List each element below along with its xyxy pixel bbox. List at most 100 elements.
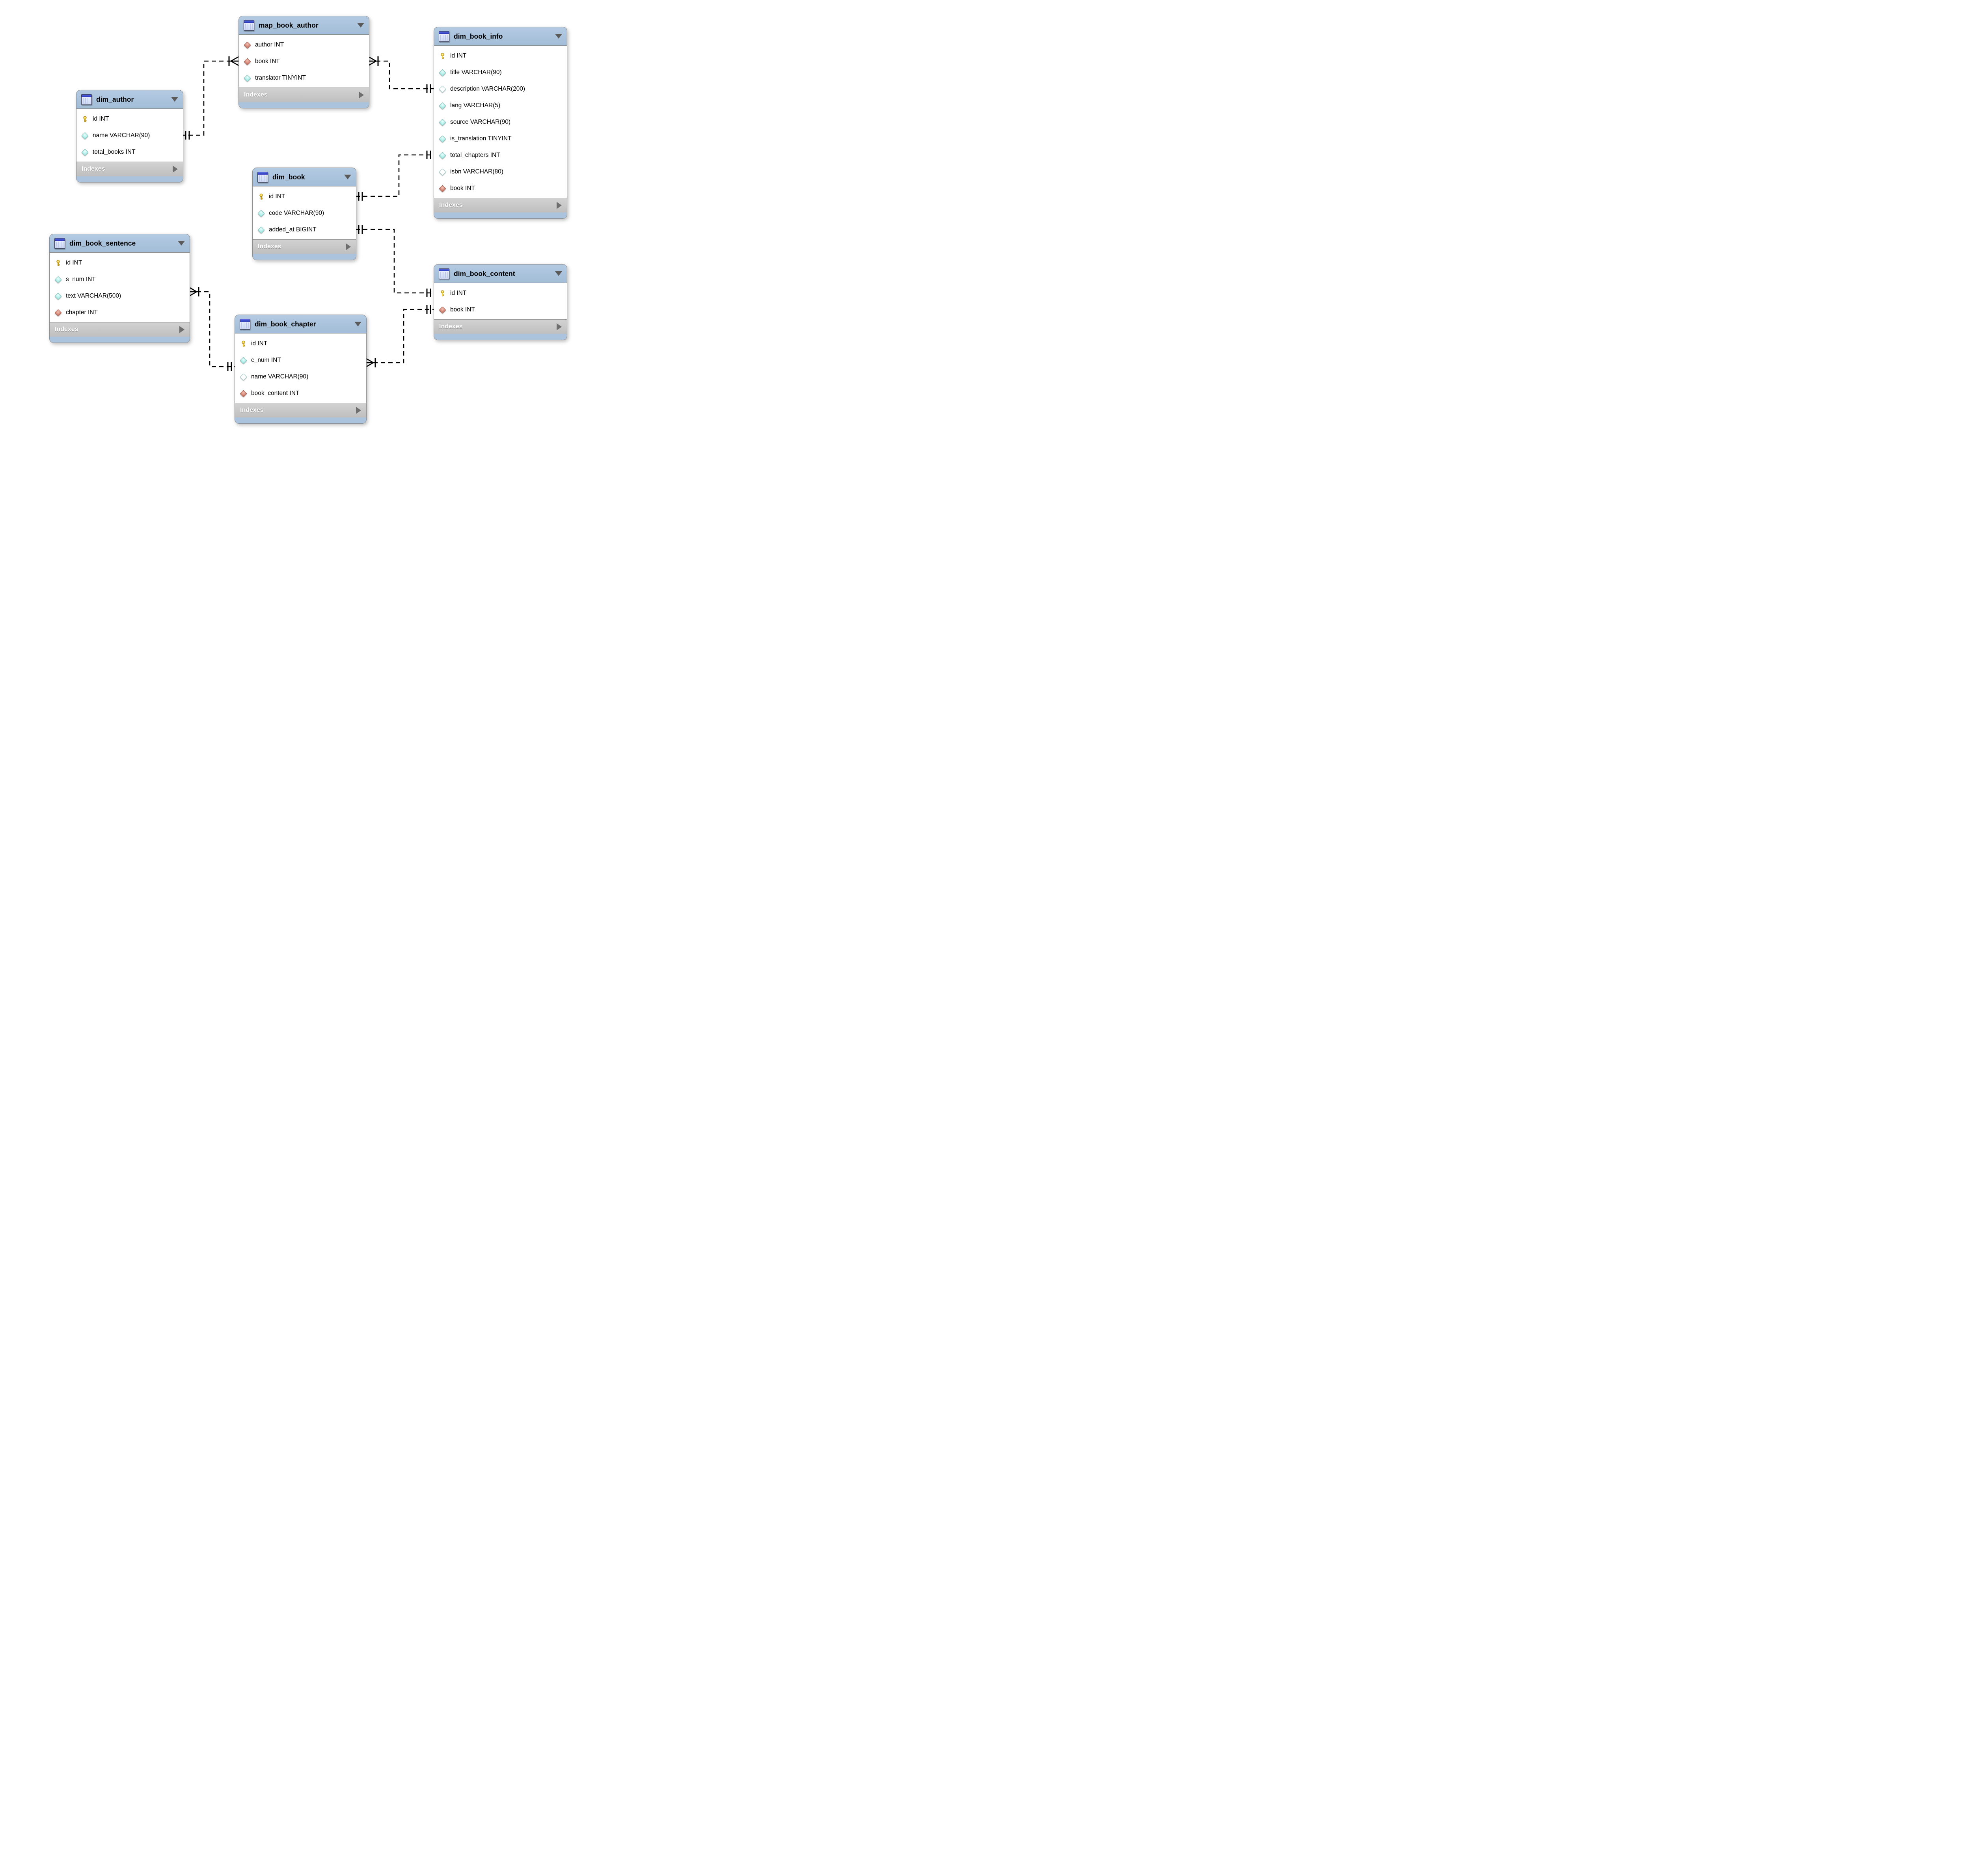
table-header[interactable]: map_book_author	[239, 16, 369, 35]
table-header[interactable]: dim_book_content	[434, 265, 567, 283]
column-row[interactable]: added_at BIGINT	[253, 222, 356, 238]
expand-arrow-icon[interactable]	[173, 166, 178, 173]
collapse-triangle-icon[interactable]	[344, 175, 351, 179]
column-label: source VARCHAR(90)	[450, 119, 511, 125]
fk-diamond-icon	[438, 184, 446, 192]
column-row[interactable]: id INT	[434, 48, 567, 64]
expand-arrow-icon[interactable]	[356, 407, 361, 414]
column-label: name VARCHAR(90)	[251, 373, 309, 380]
indexes-section[interactable]: Indexes	[50, 322, 190, 337]
table-header[interactable]: dim_book_chapter	[235, 315, 366, 333]
column-label: isbn VARCHAR(80)	[450, 168, 503, 175]
column-row[interactable]: isbn VARCHAR(80)	[434, 164, 567, 180]
table-header[interactable]: dim_author	[76, 90, 183, 109]
table-icon	[54, 238, 65, 249]
indexes-section[interactable]: Indexes	[239, 88, 369, 102]
column-row[interactable]: text VARCHAR(500)	[50, 288, 190, 304]
relationship-dim_book-dim_book_info[interactable]	[356, 151, 434, 201]
column-row[interactable]: total_chapters INT	[434, 147, 567, 164]
collapse-triangle-icon[interactable]	[555, 34, 562, 39]
column-label: added_at BIGINT	[269, 226, 317, 233]
collapse-triangle-icon[interactable]	[171, 97, 178, 102]
column-row[interactable]: code VARCHAR(90)	[253, 205, 356, 222]
column-row[interactable]: lang VARCHAR(5)	[434, 97, 567, 114]
column-row[interactable]: id INT	[434, 285, 567, 302]
column-row[interactable]: source VARCHAR(90)	[434, 114, 567, 130]
collapse-triangle-icon[interactable]	[178, 241, 185, 246]
relationship-dim_book-dim_book_content[interactable]	[356, 225, 434, 297]
column-label: text VARCHAR(500)	[66, 292, 121, 299]
table-header[interactable]: dim_book	[253, 168, 356, 186]
column-row[interactable]: name VARCHAR(90)	[76, 127, 183, 144]
column-row[interactable]: book INT	[434, 180, 567, 197]
column-list: id INT code VARCHAR(90) added_at BIGINT	[253, 186, 356, 240]
table-footer	[76, 176, 183, 182]
column-diamond-hollow-icon	[239, 373, 247, 381]
column-label: id INT	[251, 340, 268, 347]
column-label: total_chapters INT	[450, 152, 500, 158]
table-title: dim_book_chapter	[255, 320, 316, 328]
relationship-dim_book_chapter-dim_book_content[interactable]	[365, 305, 434, 368]
column-row[interactable]: s_num INT	[50, 271, 190, 288]
collapse-triangle-icon[interactable]	[354, 322, 361, 326]
table-title: dim_book_content	[454, 269, 515, 278]
table-title: dim_book	[272, 173, 305, 181]
collapse-triangle-icon[interactable]	[555, 271, 562, 276]
indexes-section[interactable]: Indexes	[434, 320, 567, 334]
column-label: id INT	[450, 290, 467, 296]
column-row[interactable]: title VARCHAR(90)	[434, 64, 567, 81]
column-row[interactable]: book INT	[239, 53, 369, 70]
relationship-map_book_author-dim_book_info[interactable]	[368, 56, 434, 93]
column-row[interactable]: is_translation TINYINT	[434, 130, 567, 147]
column-label: translator TINYINT	[255, 75, 306, 81]
indexes-section[interactable]: Indexes	[253, 240, 356, 254]
table-icon	[439, 268, 449, 279]
column-diamond-icon	[54, 292, 62, 300]
indexes-label: Indexes	[244, 91, 268, 98]
relationship-dim_book_sentence-dim_book_chapter[interactable]	[189, 287, 235, 371]
column-row[interactable]: id INT	[76, 111, 183, 127]
column-row[interactable]: description VARCHAR(200)	[434, 81, 567, 97]
table-header[interactable]: dim_book_sentence	[50, 234, 190, 253]
column-diamond-icon	[438, 135, 446, 143]
expand-arrow-icon[interactable]	[557, 202, 562, 209]
table-title: map_book_author	[259, 21, 319, 29]
column-row[interactable]: c_num INT	[235, 352, 366, 369]
expand-arrow-icon[interactable]	[359, 91, 364, 99]
indexes-section[interactable]: Indexes	[434, 198, 567, 212]
column-label: s_num INT	[66, 276, 96, 283]
column-label: lang VARCHAR(5)	[450, 102, 501, 109]
column-label: id INT	[269, 193, 285, 200]
indexes-section[interactable]: Indexes	[235, 403, 366, 417]
column-row[interactable]: chapter INT	[50, 304, 190, 321]
table-header[interactable]: dim_book_info	[434, 27, 567, 46]
column-label: c_num INT	[251, 357, 281, 363]
column-row[interactable]: book_content INT	[235, 385, 366, 402]
column-row[interactable]: book INT	[434, 302, 567, 318]
column-label: id INT	[93, 116, 109, 122]
column-row[interactable]: name VARCHAR(90)	[235, 369, 366, 385]
column-row[interactable]: total_books INT	[76, 144, 183, 160]
column-label: is_translation TINYINT	[450, 135, 512, 142]
column-row[interactable]: id INT	[235, 335, 366, 352]
relationship-map_book_author-dim_author[interactable]	[183, 56, 239, 140]
column-row[interactable]: author INT	[239, 37, 369, 53]
table-footer	[50, 337, 190, 343]
collapse-triangle-icon[interactable]	[357, 23, 364, 28]
column-row[interactable]: id INT	[253, 188, 356, 205]
column-label: total_books INT	[93, 149, 136, 155]
column-row[interactable]: translator TINYINT	[239, 70, 369, 86]
indexes-section[interactable]: Indexes	[76, 162, 183, 176]
expand-arrow-icon[interactable]	[557, 323, 562, 330]
expand-arrow-icon[interactable]	[346, 243, 351, 250]
column-row[interactable]: id INT	[50, 255, 190, 271]
expand-arrow-icon[interactable]	[179, 326, 184, 333]
